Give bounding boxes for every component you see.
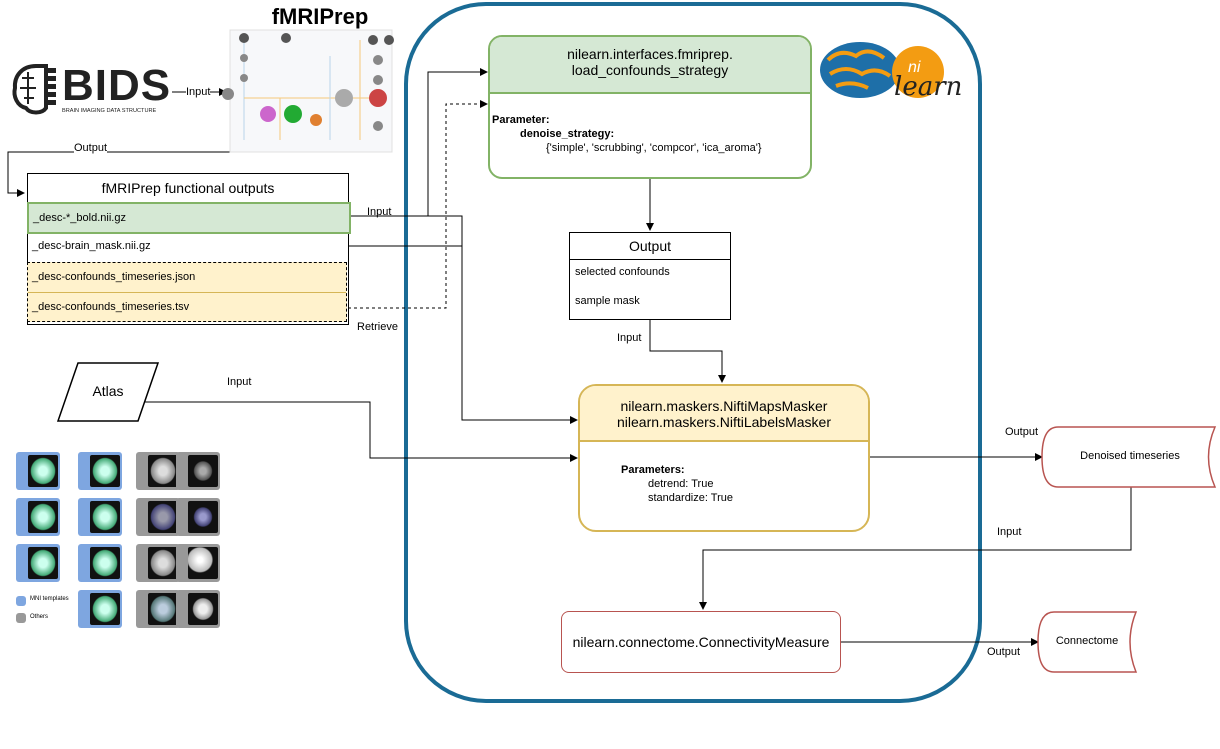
edge-denoised-to-connectivity [699, 487, 1132, 610]
load-confounds-header: nilearn.interfaces.fmriprep. load_confou… [490, 37, 810, 94]
atlas-thumb-4 [176, 452, 220, 490]
atlas-thumb-11 [136, 544, 180, 582]
edge-confounds-retrieve [348, 100, 488, 309]
atlas-thumb-14 [136, 590, 180, 628]
atlas-thumb-3 [136, 452, 180, 490]
label-connectome-output: Output [987, 646, 1021, 658]
nilearn-brain-icon [820, 42, 944, 98]
atlas-thumb-5 [16, 498, 60, 536]
functional-outputs-title: fMRIPrep functional outputs [101, 180, 275, 196]
output-row-confounds-tsv[interactable]: _desc-confounds_timeseries.tsv [28, 293, 346, 322]
denoised-shape [1041, 426, 1217, 488]
legend-others-label: Others [30, 614, 49, 620]
maskers-title-1: nilearn.maskers.NiftiMapsMasker [620, 398, 828, 414]
bids-subtitle: BRAIN IMAGING DATA STRUCTURE [62, 108, 157, 114]
maskers-param-heading: Parameters: [621, 464, 685, 476]
label-bold-input: Input [367, 206, 392, 218]
atlas-thumb-1 [16, 452, 60, 490]
load-confounds-title-1: nilearn.interfaces.fmriprep. [567, 46, 733, 62]
atlas-thumb-10 [78, 544, 122, 582]
label-bids-input: Input [186, 86, 211, 98]
output-row-confounds-tsv-label: _desc-confounds_timeseries.tsv [32, 301, 190, 313]
atlas-thumb-6 [78, 498, 122, 536]
connectivity-measure-label: nilearn.connectome.ConnectivityMeasure [572, 634, 830, 650]
label-retrieve: Retrieve [357, 321, 398, 333]
maskers-title-2: nilearn.maskers.NiftiLabelsMasker [617, 414, 831, 430]
output-row-brain-mask-label: _desc-brain_mask.nii.gz [32, 240, 151, 252]
edge-bold-to-maskers [428, 215, 578, 424]
nilearn-logo-learn: learn [894, 72, 963, 102]
maskers-param-2: standardize: True [648, 492, 733, 504]
output-row-bold-label: _desc-*_bold.nii.gz [33, 212, 126, 224]
nilearn-container [404, 2, 982, 703]
legend-mni-label: MNI templates [30, 596, 69, 602]
output-row-confounds-json[interactable]: _desc-confounds_timeseries.json [28, 263, 346, 293]
atlas-shape [56, 362, 160, 422]
fmriprep-workflow-thumbnail [222, 29, 394, 153]
confounds-output-title: Output [570, 233, 730, 260]
load-confounds-param-heading: Parameter: [492, 114, 550, 126]
confounds-output-item-1: selected confounds [575, 266, 670, 278]
label-fmriprep-output: Output [74, 142, 108, 154]
bids-logo: BIDS BRAIN IMAGING DATA STRUCTURE [62, 64, 172, 116]
atlas-thumbnail-grid: MNI templates Others [16, 452, 228, 632]
load-confounds-title-2: load_confounds_strategy [571, 62, 729, 78]
load-confounds-param-values: {'simple', 'scrubbing', 'compcor', 'ica_… [546, 142, 762, 154]
load-confounds-param-name: denoise_strategy: [520, 128, 615, 140]
atlas-label: Atlas [92, 383, 124, 399]
connectivity-measure-box[interactable]: nilearn.connectome.ConnectivityMeasure [561, 611, 841, 673]
atlas-thumb-9 [16, 544, 60, 582]
maskers-param-1: detrend: True [648, 478, 714, 490]
bids-brain-icon [12, 64, 56, 115]
confounds-output-box: Output selected confounds sample mask [569, 232, 731, 320]
legend-others-swatch [16, 613, 26, 623]
atlas-thumb-7 [136, 498, 180, 536]
nilearn-logo-ni: ni [908, 59, 921, 76]
atlas-thumb-15 [176, 590, 220, 628]
confounds-output-item-2: sample mask [575, 295, 640, 307]
label-denoised-input: Input [997, 526, 1022, 538]
maskers-header: nilearn.maskers.NiftiMapsMasker nilearn.… [580, 386, 868, 442]
load-confounds-box[interactable]: nilearn.interfaces.fmriprep. load_confou… [488, 35, 812, 179]
edge-output-to-maskers [649, 318, 726, 383]
output-row-brain-mask[interactable]: _desc-brain_mask.nii.gz [28, 232, 348, 260]
atlas-thumb-8 [176, 498, 220, 536]
edge-fmriprep-output [7, 151, 310, 197]
denoised-label: Denoised timeseries [1080, 450, 1180, 462]
connectome-shape [1037, 611, 1138, 673]
atlas-thumb-2 [78, 452, 122, 490]
label-denoised-output: Output [1005, 426, 1039, 438]
bids-logo-text: BIDS [62, 61, 172, 110]
label-atlas-input: Input [227, 376, 252, 388]
maskers-box[interactable]: nilearn.maskers.NiftiMapsMasker nilearn.… [578, 384, 870, 532]
atlas-thumb-12 [176, 544, 220, 582]
edge-atlas-to-maskers [145, 401, 578, 462]
legend-mni-swatch [16, 596, 26, 606]
atlas-thumb-13 [78, 590, 122, 628]
edge-bold-to-loadconfounds [348, 68, 488, 217]
fmriprep-title: fMRIPrep [271, 4, 369, 29]
output-row-confounds-json-label: _desc-confounds_timeseries.json [32, 271, 196, 283]
label-output-input: Input [617, 332, 642, 344]
connectome-label: Connectome [1055, 635, 1119, 647]
output-row-bold[interactable]: _desc-*_bold.nii.gz [27, 202, 351, 234]
